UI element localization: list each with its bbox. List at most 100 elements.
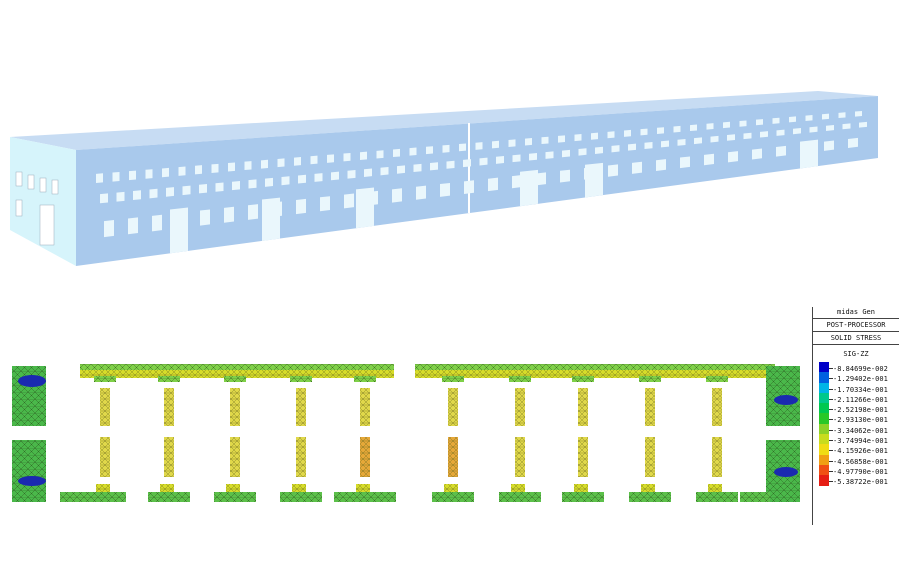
legend-entry: -4.97790e-001 xyxy=(813,464,899,476)
door-opening xyxy=(520,169,538,207)
pier-lower-9-mesh xyxy=(712,437,722,477)
window-upper xyxy=(789,116,796,123)
window-lower xyxy=(392,188,402,203)
door-opening xyxy=(800,139,818,169)
window-upper xyxy=(558,135,565,143)
legend-value: -8.84699e-002 xyxy=(833,365,888,373)
bottom-flange-5-mesh xyxy=(432,492,474,502)
window-middle xyxy=(331,171,339,181)
window-upper xyxy=(310,155,318,165)
window-middle xyxy=(479,157,488,166)
bottom-stem-3-mesh xyxy=(292,484,306,492)
bottom-flange-2-mesh xyxy=(214,492,256,502)
window-lower xyxy=(704,153,714,166)
window-lower xyxy=(200,209,210,226)
window-middle xyxy=(397,165,405,174)
bottom-stem-9-mesh xyxy=(708,484,722,492)
legend-swatch xyxy=(819,392,829,404)
window-middle xyxy=(677,138,686,146)
window-upper xyxy=(459,143,466,152)
stress-legend: midas Gen POST-PROCESSOR SOLID STRESS SI… xyxy=(812,307,899,525)
window-middle xyxy=(232,180,240,191)
stress-peak-right-upper xyxy=(774,395,798,405)
window-middle xyxy=(562,149,570,158)
pier-lower-8-mesh xyxy=(645,437,655,477)
top-flange-0-mesh xyxy=(94,376,116,382)
legend-entry: -3.74994e-001 xyxy=(813,434,899,445)
top-flange-1-mesh xyxy=(158,376,180,382)
window-upper xyxy=(706,123,714,130)
pier-upper-7-mesh xyxy=(578,388,588,426)
window-middle xyxy=(265,177,273,187)
window-upper xyxy=(261,159,268,169)
window-lower xyxy=(512,174,522,189)
legend-swatch xyxy=(819,382,829,393)
pier-lower-3-mesh xyxy=(296,437,306,477)
window-upper xyxy=(393,148,400,158)
top-flange-6-mesh xyxy=(509,376,531,382)
window-middle xyxy=(215,182,224,192)
window-upper xyxy=(409,147,417,156)
pier-lower-0-mesh xyxy=(100,437,110,477)
window-middle xyxy=(430,162,438,171)
window-lower xyxy=(344,193,354,209)
legend-software: midas Gen xyxy=(837,308,875,316)
window-upper xyxy=(591,132,598,140)
window-upper xyxy=(492,140,499,149)
legend-scale: -8.84699e-002 -1.29402e-001-1.70334e-001 -… xyxy=(813,362,899,486)
window-middle xyxy=(248,179,257,189)
stress-peak-left-upper xyxy=(18,375,46,387)
window-middle xyxy=(281,176,290,186)
window-upper xyxy=(624,129,631,137)
window-lower xyxy=(776,145,786,157)
bottom-stem-2-mesh xyxy=(226,484,240,492)
window-upper xyxy=(640,128,648,136)
window-upper xyxy=(294,157,301,166)
window-upper xyxy=(442,144,450,153)
window-lower xyxy=(560,169,570,183)
door-opening xyxy=(585,162,603,198)
stress-contour-plan xyxy=(12,364,800,502)
window-upper xyxy=(838,112,846,119)
window-middle xyxy=(133,190,141,200)
pier-lower-7-mesh xyxy=(578,437,588,477)
window-middle xyxy=(727,134,735,141)
legend-entry: -5.38722e-001 xyxy=(813,475,899,487)
window-upper xyxy=(756,119,763,126)
pier-lower-6-mesh xyxy=(515,437,525,477)
legend-entry: -1.70334e-001 xyxy=(813,382,899,394)
pier-upper-4-mesh xyxy=(360,388,370,426)
window-upper xyxy=(574,133,582,142)
window-middle xyxy=(380,166,389,176)
window-middle xyxy=(793,128,801,135)
window-upper xyxy=(426,146,433,155)
legend-entry: -8.84699e-002 xyxy=(813,362,899,373)
window-middle xyxy=(826,124,834,131)
legend-swatch xyxy=(819,464,829,476)
window-middle xyxy=(595,146,603,154)
legend-component: SIG-ZZ xyxy=(843,350,869,358)
legend-result-type: SOLID STRESS xyxy=(830,334,882,342)
window-lower xyxy=(128,217,138,235)
legend-value: -4.97790e-001 xyxy=(833,467,888,476)
legend-swatch xyxy=(819,362,829,373)
building-side-face xyxy=(10,137,76,266)
side-window xyxy=(39,177,47,193)
window-middle xyxy=(743,132,752,140)
window-lower xyxy=(488,177,498,192)
window-upper xyxy=(327,154,334,163)
bottom-stem-5-mesh xyxy=(444,484,458,492)
window-middle xyxy=(661,140,669,148)
legend-value: -5.38722e-001 xyxy=(833,478,888,487)
window-lower xyxy=(464,180,474,194)
legend-value: -4.56858e-001 xyxy=(833,457,888,466)
window-middle xyxy=(809,126,818,133)
window-upper xyxy=(475,142,483,150)
legend-value: -1.29402e-001 xyxy=(833,375,888,384)
bottom-flange-8-mesh xyxy=(629,492,671,502)
bottom-stem-0-mesh xyxy=(96,484,110,492)
legend-module: POST-PROCESSOR xyxy=(826,321,886,329)
window-upper xyxy=(541,136,549,145)
pier-lower-1-mesh xyxy=(164,437,174,477)
legend-value: -2.52198e-001 xyxy=(833,406,888,415)
